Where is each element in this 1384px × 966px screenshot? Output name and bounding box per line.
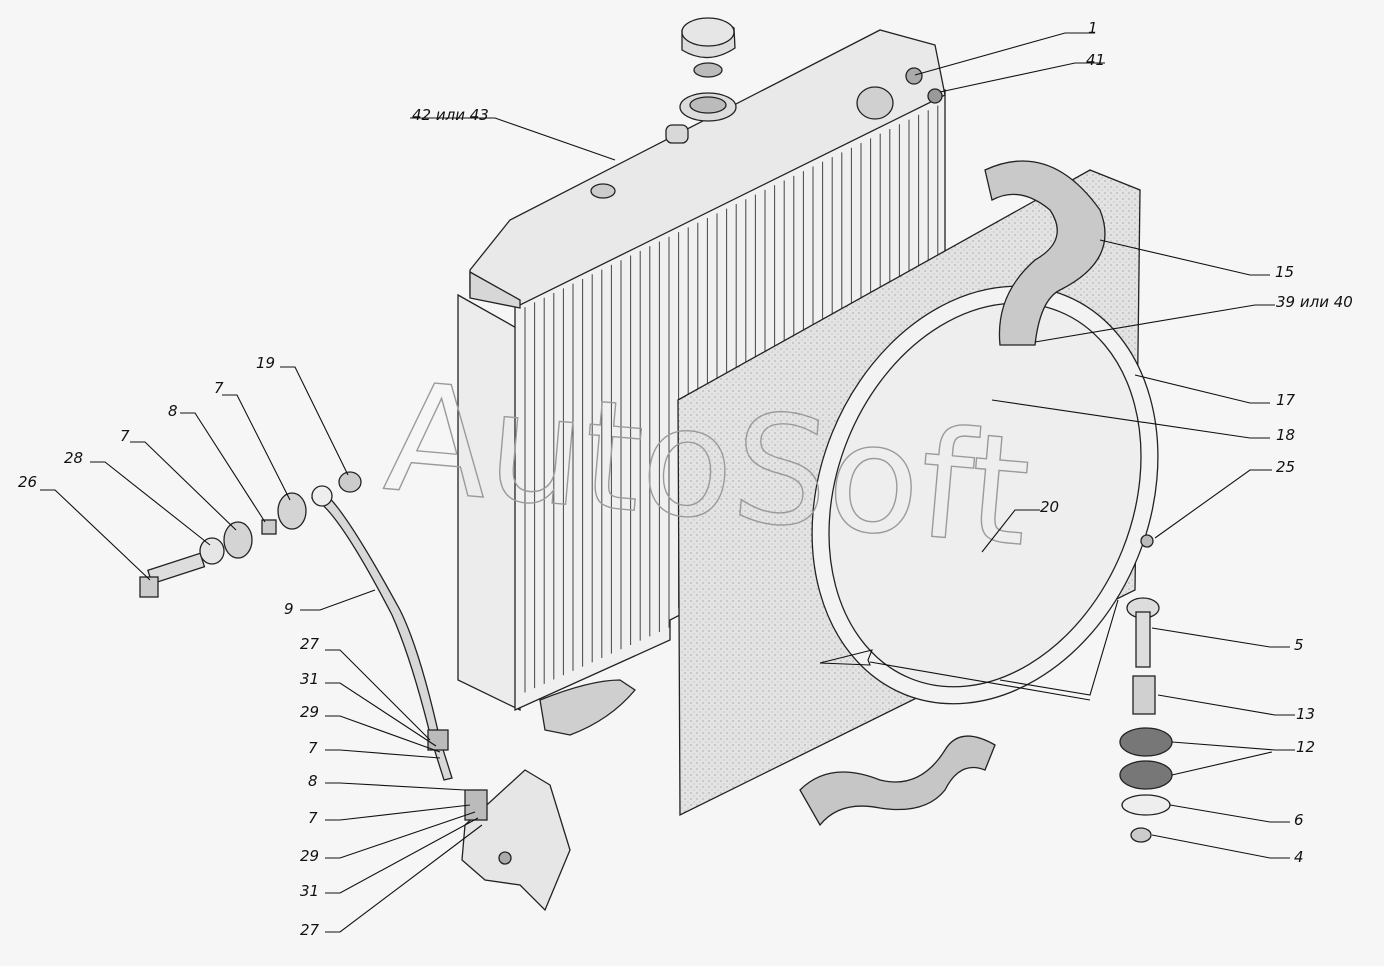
nut-19 (338, 471, 362, 493)
shroud-ring-inner (828, 302, 1142, 688)
callout-41: 41 (1086, 51, 1105, 69)
drain-cock (905, 67, 923, 85)
callout-15: 15 (1275, 263, 1294, 281)
cushion-7b (277, 492, 307, 530)
callout-31-bottom: 31 (300, 882, 319, 900)
nut-4 (1130, 827, 1152, 843)
tank-plug (590, 183, 616, 199)
bushing-13 (1132, 675, 1156, 715)
outlet-pipe (539, 679, 636, 736)
callout-7-upper: 7 (214, 379, 224, 397)
right-mount-stack (999, 534, 1173, 843)
bolt-5 (1135, 611, 1151, 668)
callout-1: 1 (1088, 19, 1098, 37)
callout-19: 19 (256, 354, 275, 372)
filler-neck-inner (689, 96, 727, 114)
callout-13: 13 (1296, 705, 1315, 723)
stay-nuts (427, 729, 449, 751)
cushion-12a (1119, 727, 1173, 757)
callout-4: 4 (1294, 848, 1304, 866)
callout-6: 6 (1294, 811, 1304, 829)
screw-25 (1140, 534, 1154, 548)
lower-hose (799, 735, 996, 827)
inlet-pipe (856, 86, 894, 120)
stay-eye (311, 485, 333, 507)
left-fastener-stack (139, 471, 362, 598)
stay-washers (464, 789, 488, 821)
callout-labels: 1 41 42 или 43 15 39 или 40 17 18 25 20 … (18, 19, 1353, 939)
callout-12: 12 (1296, 738, 1315, 756)
callout-7-left: 7 (120, 427, 130, 445)
callout-27-bottom: 27 (300, 921, 320, 939)
gasket (927, 88, 943, 104)
stay-bracket (461, 769, 571, 912)
callout-27-top: 27 (300, 635, 320, 653)
callout-7-mid: 7 (308, 739, 318, 757)
upper-hose (984, 160, 1106, 346)
callout-25: 25 (1276, 458, 1295, 476)
mount-leader (999, 599, 1119, 696)
callout-28: 28 (64, 449, 83, 467)
callout-8-mid: 8 (308, 772, 318, 790)
callout-7-low: 7 (308, 809, 318, 827)
callout-29-bottom: 29 (300, 847, 319, 865)
radiator-cap (681, 17, 736, 78)
top-tank-face (469, 270, 521, 309)
washer-28 (199, 537, 225, 565)
callout-26: 26 (18, 473, 37, 491)
callout-31-top: 31 (300, 670, 319, 688)
washer-6 (1121, 794, 1171, 816)
callout-9: 9 (284, 600, 294, 618)
radiator-side-panel (457, 293, 521, 712)
bracket-hole (498, 851, 512, 865)
callout-17: 17 (1276, 391, 1296, 409)
callout-8-upper: 8 (168, 402, 178, 420)
callout-29-top: 29 (300, 703, 319, 721)
overflow-pipe (665, 124, 689, 144)
bolt-head (139, 576, 159, 598)
bushing-8 (261, 519, 277, 535)
flow-arrow (819, 649, 873, 666)
leader-lines (40, 32, 1295, 933)
callout-39-40: 39 или 40 (1276, 293, 1353, 311)
flow-arrow-shaft (869, 661, 1091, 701)
cushion-7 (223, 521, 253, 559)
callout-5: 5 (1294, 636, 1304, 654)
cushion-12b (1119, 760, 1173, 790)
callout-42-43: 42 или 43 (412, 106, 489, 124)
callout-20: 20 (1040, 498, 1059, 516)
callout-18: 18 (1276, 426, 1295, 444)
